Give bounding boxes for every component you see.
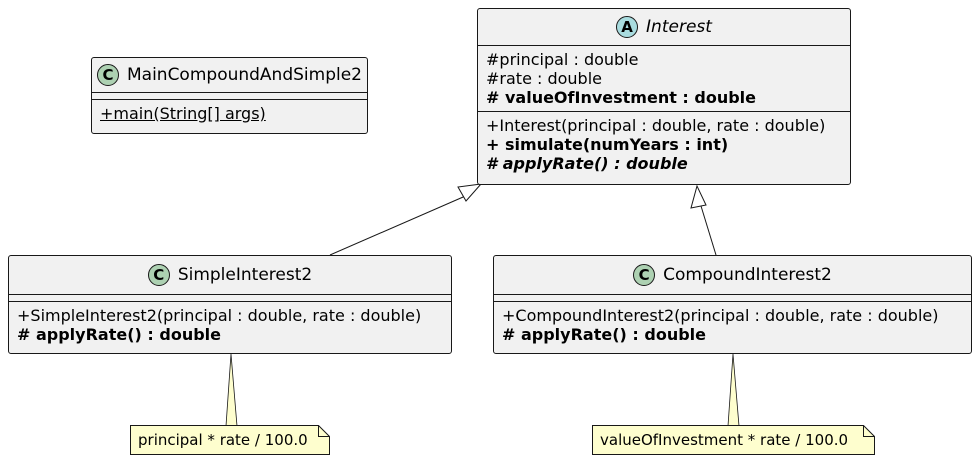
fields-section: #principal : double #rate : double # val… [478,46,850,111]
inheritance-arrowhead-simple [457,183,483,202]
inheritance-line-simple [329,193,471,256]
class-name: CompoundInterest2 [663,265,832,285]
class-interest[interactable]: A Interest #principal : double #rate : d… [477,8,851,185]
class-header: C MainCompoundAndSimple2 [92,58,367,92]
methods-section: +CompoundInterest2(principal : double, r… [494,302,971,348]
class-name: Interest [646,17,712,37]
field-row: # valueOfInvestment : double [486,88,757,107]
class-stereotype-icon: C [633,264,656,286]
note-shape [130,425,330,455]
class-header: C CompoundInterest2 [494,256,971,294]
class-compound-interest2[interactable]: C CompoundInterest2 +CompoundInterest2(p… [493,255,972,354]
abstract-stereotype-icon: A [616,16,639,38]
methods-section: +Interest(principal : double, rate : dou… [478,112,850,177]
field-row: #rate : double [486,69,602,88]
method-row: # applyRate() : double [17,325,221,344]
method-row: +Interest(principal : double, rate : dou… [486,116,826,135]
class-name: SimpleInterest2 [177,265,313,285]
method-row: # applyRate() : double [486,154,688,173]
inheritance-arrowhead-compound [690,184,707,209]
class-simple-interest2[interactable]: C SimpleInterest2 +SimpleInterest2(princ… [8,255,452,354]
note-simple[interactable]: principal * rate / 100.0 [130,425,330,455]
methods-section: +main(String[] args) [92,100,367,127]
note-connector-simple [225,353,238,427]
class-main-compound-and-simple2[interactable]: C MainCompoundAndSimple2 +main(String[] … [91,57,368,134]
note-text: valueOfInvestment * rate / 100.0 [600,431,849,449]
class-stereotype-icon: C [96,64,119,86]
method-row: # applyRate() : double [502,325,706,344]
class-header: C SimpleInterest2 [9,256,451,294]
inheritance-line-compound [700,205,717,256]
class-header: A Interest [478,9,850,45]
note-compound[interactable]: valueOfInvestment * rate / 100.0 [592,425,875,455]
field-row: #principal : double [486,50,639,69]
note-connector-compound [727,353,740,427]
method-row: +SimpleInterest2(principal : double, rat… [17,306,422,325]
method-row: +main(String[] args) [100,104,266,123]
methods-section: +SimpleInterest2(principal : double, rat… [9,302,451,348]
class-name: MainCompoundAndSimple2 [126,65,362,85]
note-text: principal * rate / 100.0 [138,431,308,449]
method-row: +CompoundInterest2(principal : double, r… [502,306,939,325]
note-shape [592,425,875,455]
class-stereotype-icon: C [147,264,170,286]
method-row: + simulate(numYears : int) [486,135,729,154]
